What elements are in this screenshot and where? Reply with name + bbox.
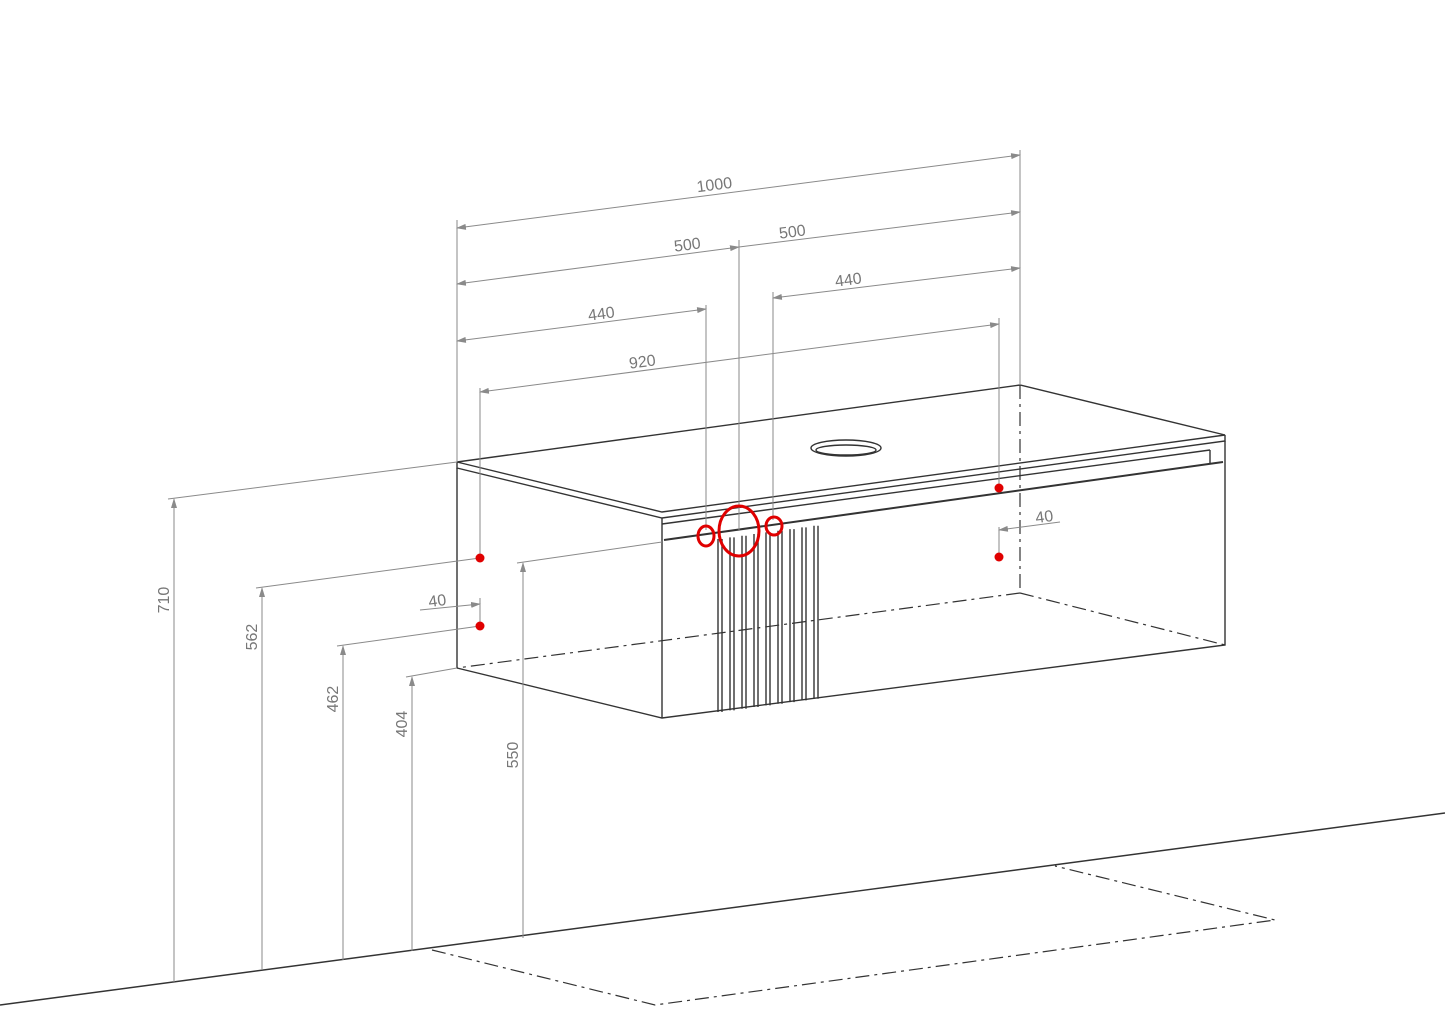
hidden-bottom-back <box>456 592 1021 669</box>
vanity-cabinet <box>456 384 1226 719</box>
water-inlet-marker <box>764 515 784 537</box>
mount-point-marker <box>475 553 485 563</box>
label-height-bottom: 404 <box>394 711 411 738</box>
mount-point-marker <box>994 552 1004 562</box>
label-height-top: 710 <box>156 587 173 614</box>
wall-floor-line <box>0 812 1445 1006</box>
sink-hole-inner <box>815 444 877 456</box>
drawer-top-line <box>661 449 1211 525</box>
sink-hole <box>810 439 882 457</box>
dimension-labels: 1000 500 500 440 440 920 40 40 710 562 4… <box>156 175 1054 769</box>
drain-marker <box>717 504 761 558</box>
fluted-panel <box>717 525 819 712</box>
countertop-edge <box>456 435 1226 519</box>
label-total-width: 1000 <box>696 175 734 196</box>
label-inset-left: 40 <box>428 592 448 611</box>
mount-point-marker <box>475 621 485 631</box>
label-inset-right: 40 <box>1035 508 1055 527</box>
drawer-handle-groove <box>663 461 1224 541</box>
label-height-lower-mount: 462 <box>325 686 342 713</box>
label-half-left: 500 <box>673 235 702 255</box>
label-half-right: 500 <box>778 222 807 242</box>
extension-lines <box>167 150 1021 678</box>
label-mount-span: 920 <box>628 352 657 372</box>
label-offset-left: 440 <box>587 304 616 324</box>
dimension-lines <box>171 153 1061 982</box>
mounting-points <box>475 483 1004 631</box>
hidden-bottom-right <box>1019 592 1226 646</box>
water-inlet-marker <box>696 524 716 548</box>
floor <box>0 812 1445 1006</box>
label-height-drain: 550 <box>505 742 522 769</box>
label-offset-right: 440 <box>834 270 863 290</box>
label-height-upper-mount: 562 <box>244 624 261 651</box>
mount-point-marker <box>994 483 1004 493</box>
cabinet-body <box>456 441 1226 719</box>
floor-footprint <box>431 865 1276 1006</box>
